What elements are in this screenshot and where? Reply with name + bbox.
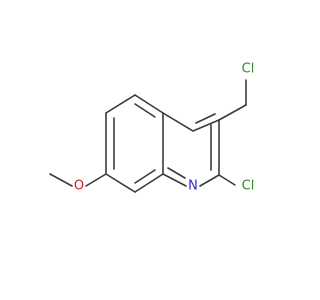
bond-c5-c6 — [105, 94, 136, 114]
chlorine-label-chloromethyl: Cl — [242, 62, 255, 77]
bond-n1-c8a — [162, 173, 187, 187]
bonds — [49, 79, 247, 193]
chlorine-label-ring: Cl — [242, 179, 255, 194]
bond-c4a-c5 — [134, 94, 164, 114]
nitrogen-label: N — [188, 179, 198, 194]
bond-n1-c8a-inner — [167, 167, 186, 179]
bond-c4-c3-inner — [195, 113, 216, 124]
bond-c7-c8 — [105, 173, 136, 193]
bond-c8-c8a-inner — [134, 169, 156, 184]
oxygen-label: O — [74, 179, 84, 194]
bond-c2-cl — [218, 174, 236, 186]
atom-labels: Cl Cl N O — [74, 62, 254, 194]
bond-c4a-c5-inner — [134, 103, 156, 118]
bond-o-ch3 — [49, 173, 73, 187]
bond-c3-ch2 — [218, 104, 247, 121]
structure-canvas: Cl Cl N O — [49, 62, 254, 194]
bond-c7-o — [85, 173, 107, 187]
bond-c8-c8a — [134, 173, 164, 193]
bond-c4-c3 — [192, 119, 220, 132]
bond-c4a-c4 — [162, 112, 194, 132]
bond-c2-n1 — [199, 174, 220, 187]
